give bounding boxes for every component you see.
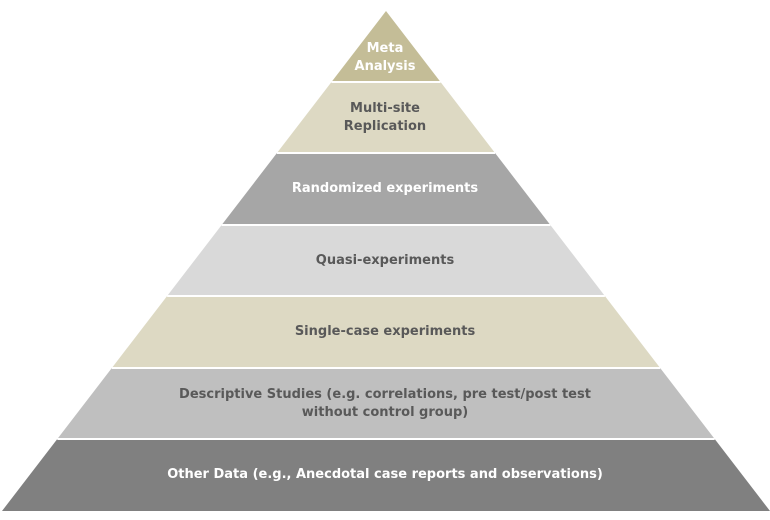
tier-other-data	[2, 439, 770, 511]
tier-single-case-experiments	[111, 296, 661, 368]
tier-randomized-experiments	[221, 153, 551, 225]
tier-meta-analysis	[331, 11, 441, 82]
tier-descriptive-studies	[57, 368, 715, 439]
tier-quasi-experiments	[167, 225, 605, 296]
tier-multi-site-replication	[276, 82, 496, 153]
